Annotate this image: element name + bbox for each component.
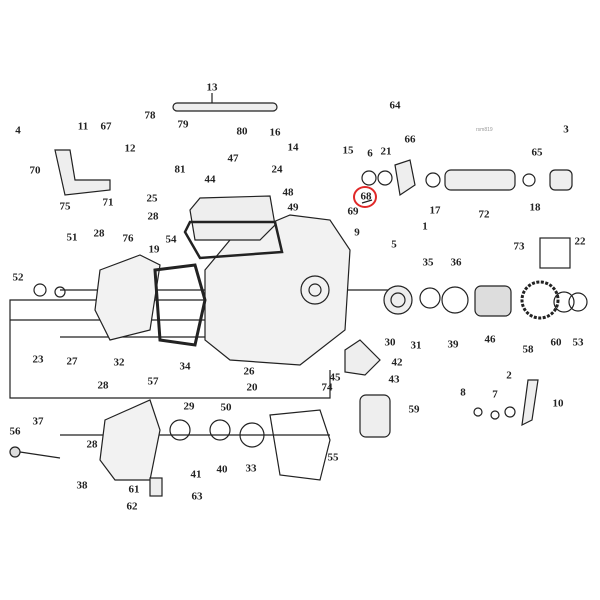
- part-label: 31: [410, 339, 422, 352]
- part-label: 74: [321, 381, 333, 394]
- shaft-13: [172, 102, 278, 112]
- part-label: 60: [550, 336, 562, 349]
- part-label: 57: [147, 375, 159, 388]
- part-label: 28: [97, 379, 109, 392]
- part-label: 69: [347, 205, 359, 218]
- part-label: 28: [93, 227, 105, 240]
- part-label: 42: [391, 356, 403, 369]
- highlight-circle: [353, 186, 377, 208]
- part-label: 22: [574, 235, 586, 248]
- part-label: 55: [327, 451, 339, 464]
- part-label: 8: [460, 386, 466, 399]
- filter-59: [359, 394, 391, 438]
- part-label: 52: [12, 271, 24, 284]
- part-label: 20: [246, 381, 258, 394]
- part-label: 41: [190, 468, 202, 481]
- part-label: 39: [447, 338, 459, 351]
- top-cover: [189, 195, 276, 241]
- part-label: 47: [227, 152, 239, 165]
- part-label: 2: [506, 369, 512, 382]
- part-label: 71: [102, 196, 114, 209]
- part-label: 3: [563, 123, 569, 136]
- part-label: 28: [147, 210, 159, 223]
- part-label: 80: [236, 125, 248, 138]
- part-label: 45: [329, 371, 341, 384]
- sleeve-46: [474, 285, 512, 317]
- part-label: 51: [66, 231, 78, 244]
- gear-58: [520, 280, 560, 320]
- shaft-72: [444, 169, 516, 191]
- part-label: 28: [86, 438, 98, 451]
- cover-57: [99, 399, 161, 481]
- part-label: 23: [32, 353, 44, 366]
- part-label: 7: [492, 388, 498, 401]
- part-label: 64: [389, 99, 401, 112]
- part-label: 78: [144, 109, 156, 122]
- part-label: 33: [245, 462, 257, 475]
- part-label: 1: [422, 220, 428, 233]
- part-label: 56: [9, 425, 21, 438]
- part-label: 59: [408, 403, 420, 416]
- part-label: 14: [287, 141, 299, 154]
- drawing-code: rsm819: [476, 127, 493, 133]
- part-label: 49: [287, 201, 299, 214]
- part-label: 12: [124, 142, 136, 155]
- part-label: 38: [76, 479, 88, 492]
- part-label: 9: [354, 226, 360, 239]
- part-label: 65: [531, 146, 543, 159]
- part-label: 62: [126, 500, 138, 513]
- part-label: 72: [478, 208, 490, 221]
- part-label: 35: [422, 256, 434, 269]
- part-label: 63: [191, 490, 203, 503]
- part-label: 43: [388, 373, 400, 386]
- part-label: 6: [367, 147, 373, 160]
- part-label: 37: [32, 415, 44, 428]
- part-label: 10: [552, 397, 564, 410]
- part-label: 19: [148, 243, 160, 256]
- part-label: 17: [429, 204, 441, 217]
- part-label: 68: [360, 190, 372, 203]
- part-label: 44: [204, 173, 216, 186]
- part-label: 79: [177, 118, 189, 131]
- part-label: 67: [100, 120, 112, 133]
- part-label: 73: [513, 240, 525, 253]
- part-label: 58: [522, 343, 534, 356]
- part-label: 26: [243, 365, 255, 378]
- part-label: 4: [15, 124, 21, 137]
- part-label: 27: [66, 355, 78, 368]
- part-label: 5: [391, 238, 397, 251]
- part-label: 61: [128, 483, 140, 496]
- part-label: 75: [59, 200, 71, 213]
- part-label: 21: [380, 145, 392, 158]
- part-label: 46: [484, 333, 496, 346]
- part-label: 70: [29, 164, 41, 177]
- part-label: 32: [113, 356, 125, 369]
- gasket-55: [269, 409, 331, 481]
- part-label: 16: [269, 126, 281, 139]
- part-label: 13: [206, 81, 218, 94]
- part-label: 11: [77, 120, 89, 133]
- part-label: 66: [404, 133, 416, 146]
- part-label: 54: [165, 233, 177, 246]
- part-label: 50: [220, 401, 232, 414]
- part-label: 30: [384, 336, 396, 349]
- part-label: 40: [216, 463, 228, 476]
- part-label: 36: [450, 256, 462, 269]
- part-label: 48: [282, 186, 294, 199]
- part-label: 76: [122, 232, 134, 245]
- part-label: 81: [174, 163, 186, 176]
- part-label: 29: [183, 400, 195, 413]
- part-label: 15: [342, 144, 354, 157]
- part-label: 25: [146, 192, 158, 205]
- gasket-54: [153, 263, 207, 347]
- part-label: 18: [529, 201, 541, 214]
- side-cover: [94, 254, 161, 341]
- part-label: 53: [572, 336, 584, 349]
- part-label: 24: [271, 163, 283, 176]
- part-label: 34: [179, 360, 191, 373]
